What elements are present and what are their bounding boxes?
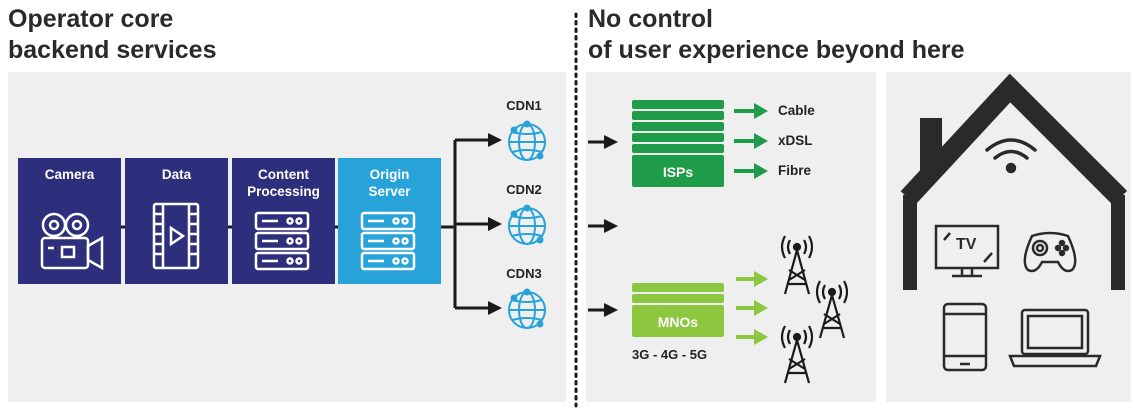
camera-label: Camera (44, 167, 95, 182)
globe-icon (508, 288, 546, 329)
content-processing-line2: Processing (247, 184, 320, 199)
camera-icon (40, 212, 104, 271)
isp-output-cable: Cable (778, 103, 815, 118)
server-icon (254, 211, 310, 271)
cell-tower-icon (815, 280, 849, 339)
chimney-icon (920, 118, 942, 170)
cdn1-label: CDN1 (506, 98, 542, 113)
mnos-label: MNOs (657, 314, 699, 330)
right-heading-line1: No control (588, 5, 713, 33)
content-processing-label: Content Processing (232, 166, 335, 200)
left-heading-line2: backend services (8, 36, 217, 64)
content-processing-line1: Content (258, 167, 309, 182)
cdn3-label: CDN3 (506, 266, 542, 281)
globe-icon (508, 204, 546, 245)
left-heading: Operator core backend services (8, 4, 216, 66)
data-box: Data (125, 158, 228, 284)
origin-server-box: Origin Server (338, 158, 441, 284)
wifi-icon (985, 138, 1037, 174)
cell-tower-icon (780, 235, 814, 295)
phone-icon (942, 302, 988, 372)
laptop-icon (1008, 308, 1102, 368)
tv-icon (934, 224, 1000, 278)
game-controller-icon (1023, 231, 1077, 273)
server-icon (360, 211, 416, 271)
camera-box: Camera (18, 158, 121, 284)
tv-label: TV (956, 236, 977, 253)
content-processing-box: Content Processing (232, 158, 335, 284)
film-icon (152, 202, 200, 270)
globe-icon (508, 120, 546, 161)
origin-server-label: Origin Server (338, 166, 441, 200)
arrow-icon (588, 219, 618, 233)
left-heading-line1: Operator core (8, 5, 174, 33)
right-heading: No control of user experience beyond her… (588, 4, 965, 66)
data-label: Data (161, 167, 192, 182)
origin-server-line1: Origin (369, 167, 410, 182)
origin-server-line2: Server (368, 184, 411, 199)
isp-output-xdsl: xDSL (778, 133, 813, 148)
arrow-icon (588, 135, 618, 149)
cdn2-label: CDN2 (506, 182, 542, 197)
isps-label: ISPs (662, 164, 694, 180)
mno-caption: 3G - 4G - 5G (632, 347, 708, 362)
cell-tower-icon (780, 325, 814, 384)
arrow-icon (588, 303, 618, 317)
isp-output-fibre: Fibre (778, 163, 812, 178)
right-heading-line2: of user experience beyond here (588, 36, 965, 64)
